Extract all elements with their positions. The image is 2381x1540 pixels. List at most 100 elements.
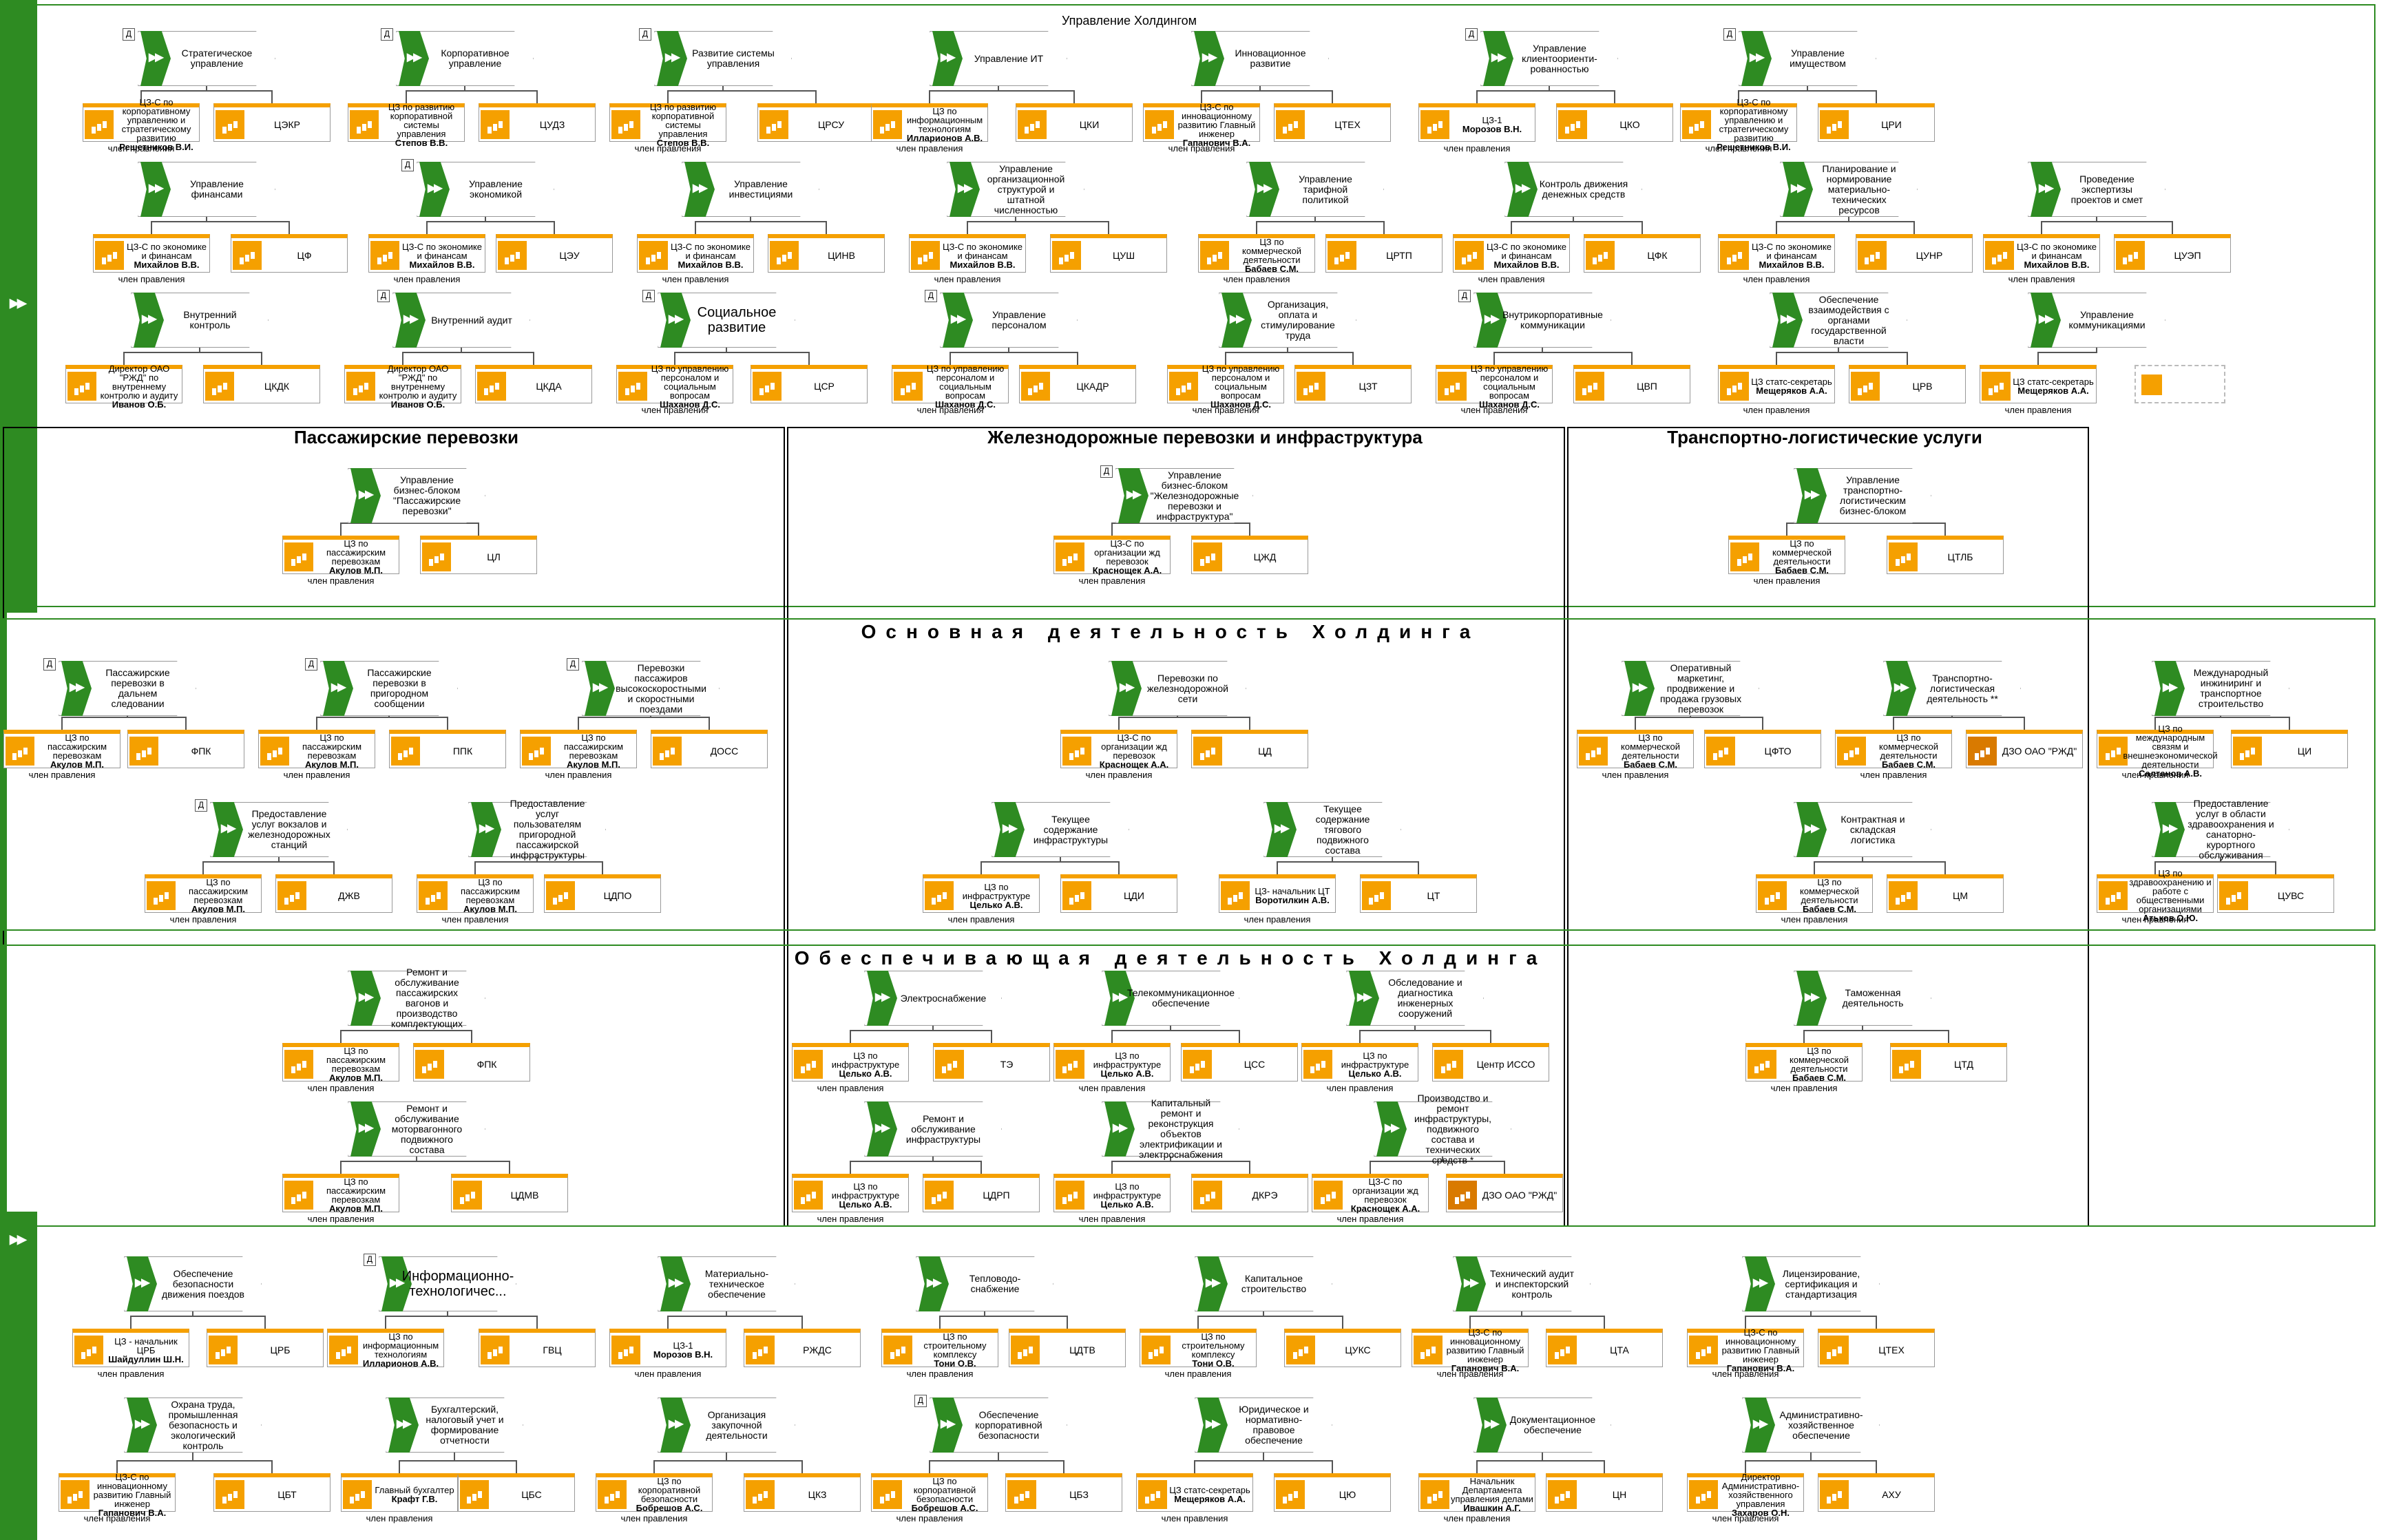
- org-card-o25[interactable]: ЦЖД: [1191, 536, 1308, 574]
- org-card-o47[interactable]: ДЗО ОАО "РЖД": [1446, 1174, 1563, 1212]
- org-card-o42[interactable]: ТЭ: [933, 1043, 1050, 1082]
- org-card-o22[interactable]: ЦРВ: [1849, 365, 1966, 403]
- process-p34[interactable]: ▶▶Предоставление услуг вокзалов и железн…: [195, 799, 348, 857]
- process-p24[interactable]: ▶▶Управление бизнес-блоком "Пассажирские…: [348, 468, 485, 523]
- org-card-o44[interactable]: Центр ИССО: [1432, 1043, 1549, 1082]
- person-card-h20[interactable]: ЦЗ по управлению персоналом и социальным…: [1167, 364, 1284, 409]
- org-card-o15[interactable]: ЦУЭП: [2114, 234, 2231, 273]
- org-card-o5[interactable]: ЦТЕХ: [1274, 103, 1391, 142]
- org-card-o39[interactable]: ЦУВС: [2217, 874, 2334, 913]
- process-p53[interactable]: ▶▶Капитальное строительство: [1195, 1256, 1332, 1311]
- process-p5[interactable]: ▶▶Инновационное развитие: [1191, 31, 1329, 86]
- process-p37[interactable]: ▶▶Текущее содержание тягового подвижного…: [1263, 802, 1401, 857]
- org-card-o32[interactable]: ДЗО ОАО "РЖД": [1966, 730, 2083, 768]
- org-card-o35[interactable]: ЦДПО: [544, 874, 661, 913]
- person-card-h54[interactable]: ЦЗ-С по инновационному развитию Главный …: [1412, 1328, 1529, 1373]
- org-card-o40[interactable]: ФПК: [413, 1043, 530, 1082]
- process-p38[interactable]: ▶▶Контрактная и складская логистика: [1794, 802, 1931, 857]
- process-p57[interactable]: ▶▶Бухгалтерский, налоговый учет и формир…: [386, 1397, 523, 1453]
- org-card-o33[interactable]: ЦИ: [2231, 730, 2348, 768]
- process-p12[interactable]: ▶▶Управление тарифной политикой: [1246, 162, 1384, 217]
- process-p33[interactable]: ▶▶Международный инжиниринг и транспортно…: [2152, 661, 2289, 716]
- process-p62[interactable]: ▶▶Административно-хозяйственное обеспече…: [1742, 1397, 1880, 1453]
- process-p20[interactable]: ▶▶Организация, оплата и стимулирование т…: [1219, 293, 1356, 348]
- org-card-o10[interactable]: ЦИНВ: [768, 234, 885, 273]
- person-card-h19[interactable]: ЦЗ по управлению персоналом и социальным…: [892, 364, 1009, 409]
- person-card-h61[interactable]: Начальник Департамента управления делами…: [1418, 1473, 1535, 1512]
- process-p31[interactable]: ▶▶Оперативный маркетинг, продвижение и п…: [1622, 661, 1759, 716]
- org-card-o51[interactable]: РЖДС: [744, 1329, 861, 1367]
- process-p48[interactable]: ▶▶Таможенная деятельность: [1794, 971, 1931, 1026]
- process-p39[interactable]: ▶▶Предоставление услуг в области здравоо…: [2152, 799, 2289, 861]
- org-card-o27[interactable]: ФПК: [127, 730, 244, 768]
- person-card-h62[interactable]: Директор Административно-хозяйственного …: [1687, 1473, 1804, 1517]
- org-card-o4[interactable]: ЦКИ: [1016, 103, 1133, 142]
- process-p59[interactable]: ▶▶Обеспечение корпоративной безопасности…: [914, 1395, 1067, 1453]
- org-card-o41[interactable]: ЦДМВ: [451, 1174, 568, 1212]
- process-p44[interactable]: ▶▶Обследование и диагностика инженерных …: [1346, 971, 1484, 1026]
- org-card-o59[interactable]: ЦБЗ: [1005, 1473, 1122, 1512]
- person-card-h7[interactable]: ЦЗ-С по корпоративному управлению и стра…: [1680, 98, 1797, 151]
- process-p51[interactable]: ▶▶Материально-техническое обеспечение: [658, 1256, 795, 1311]
- process-p15[interactable]: ▶▶Проведение экспертизы проектов и смет: [2028, 162, 2165, 217]
- org-card-o29[interactable]: ДОСС: [651, 730, 768, 768]
- org-card-o8[interactable]: ЦФ: [231, 234, 348, 273]
- org-card-o30[interactable]: ЦД: [1191, 730, 1308, 768]
- person-card-h2[interactable]: ЦЗ по развитию корпоративной системы упр…: [348, 103, 465, 147]
- process-p4[interactable]: ▶▶Управление ИТ: [930, 31, 1067, 86]
- org-card-o3[interactable]: ЦРСУ: [757, 103, 874, 142]
- org-card-o50[interactable]: ГВЦ: [479, 1329, 596, 1367]
- org-card-o1[interactable]: ЦЭКР: [213, 103, 331, 142]
- org-card-o60[interactable]: ЦЮ: [1274, 1473, 1391, 1512]
- process-p35[interactable]: ▶▶Предоставление услуг пользователям при…: [468, 799, 606, 861]
- process-p40[interactable]: ▶▶Ремонт и обслуживание пассажирских ваг…: [348, 967, 485, 1029]
- org-card-o55[interactable]: ЦТЕХ: [1818, 1329, 1935, 1367]
- person-card-h1[interactable]: ЦЗ-С по корпоративному управлению и стра…: [83, 98, 200, 151]
- person-card-h5[interactable]: ЦЗ-С по инновационному развитию Главный …: [1143, 103, 1260, 147]
- org-card-o34[interactable]: ДЖВ: [275, 874, 392, 913]
- org-card-o14[interactable]: ЦУНР: [1856, 234, 1973, 273]
- process-p43[interactable]: ▶▶Телекоммуникационное обеспечение: [1102, 971, 1239, 1026]
- org-card-o7[interactable]: ЦРИ: [1818, 103, 1935, 142]
- person-card-h18[interactable]: ЦЗ по управлению персоналом и социальным…: [616, 364, 733, 409]
- process-p56[interactable]: ▶▶Охрана труда, промышленная безопасност…: [124, 1397, 262, 1453]
- org-card-o46[interactable]: ДКРЭ: [1191, 1174, 1308, 1212]
- process-p49[interactable]: ▶▶Обеспечение безопасности движения поез…: [124, 1256, 262, 1311]
- process-p10[interactable]: ▶▶Управление инвестициями: [682, 162, 819, 217]
- org-card-o62[interactable]: АХУ: [1818, 1473, 1935, 1512]
- org-card-o2[interactable]: ЦУДЗ: [479, 103, 596, 142]
- org-card-o12[interactable]: ЦРТП: [1325, 234, 1443, 273]
- process-p14[interactable]: ▶▶Планирование и нормирование материальн…: [1780, 162, 1918, 217]
- org-card-o38[interactable]: ЦМ: [1887, 874, 2004, 913]
- org-card-o45[interactable]: ЦДРП: [923, 1174, 1040, 1212]
- org-card-o13[interactable]: ЦФК: [1584, 234, 1701, 273]
- process-p52[interactable]: ▶▶Тепловодо-снабжение: [916, 1256, 1053, 1311]
